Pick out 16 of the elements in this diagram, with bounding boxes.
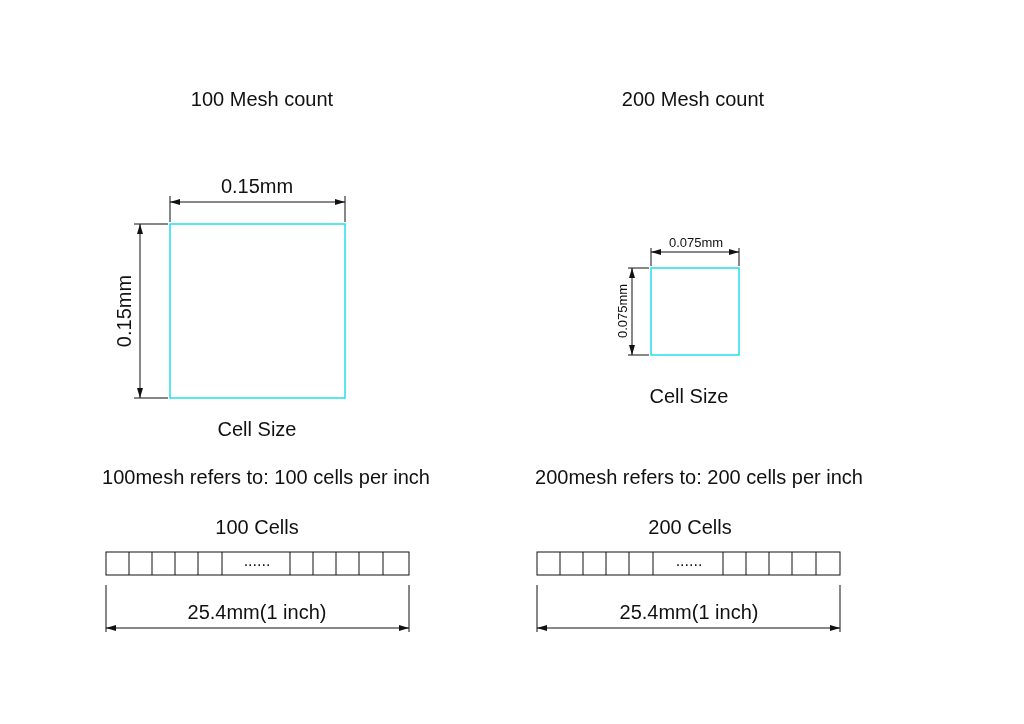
caption: Cell Size xyxy=(217,419,297,439)
dimension-label: 25.4mm(1 inch) xyxy=(187,602,327,622)
ellipsis-text: ...... xyxy=(675,553,703,569)
dimension-label: 0.15mm xyxy=(220,176,294,196)
heading: 200 Mesh count xyxy=(621,89,765,109)
description-text: 100mesh refers to: 100 cells per inch xyxy=(102,467,430,487)
dimension-label: 0.15mm xyxy=(114,274,134,348)
dimension-label: 0.075mm xyxy=(668,235,724,249)
dimension-label: 0.075mm xyxy=(615,283,629,339)
caption: Cell Size xyxy=(649,386,729,406)
heading: 100 Mesh count xyxy=(190,89,334,109)
dimension-label: 25.4mm(1 inch) xyxy=(619,602,759,622)
cell-count-label: 100 Cells xyxy=(215,517,299,537)
ellipsis-text: ...... xyxy=(243,553,271,569)
description-text: 200mesh refers to: 200 cells per inch xyxy=(535,467,863,487)
cell-count-label: 200 Cells xyxy=(648,517,732,537)
